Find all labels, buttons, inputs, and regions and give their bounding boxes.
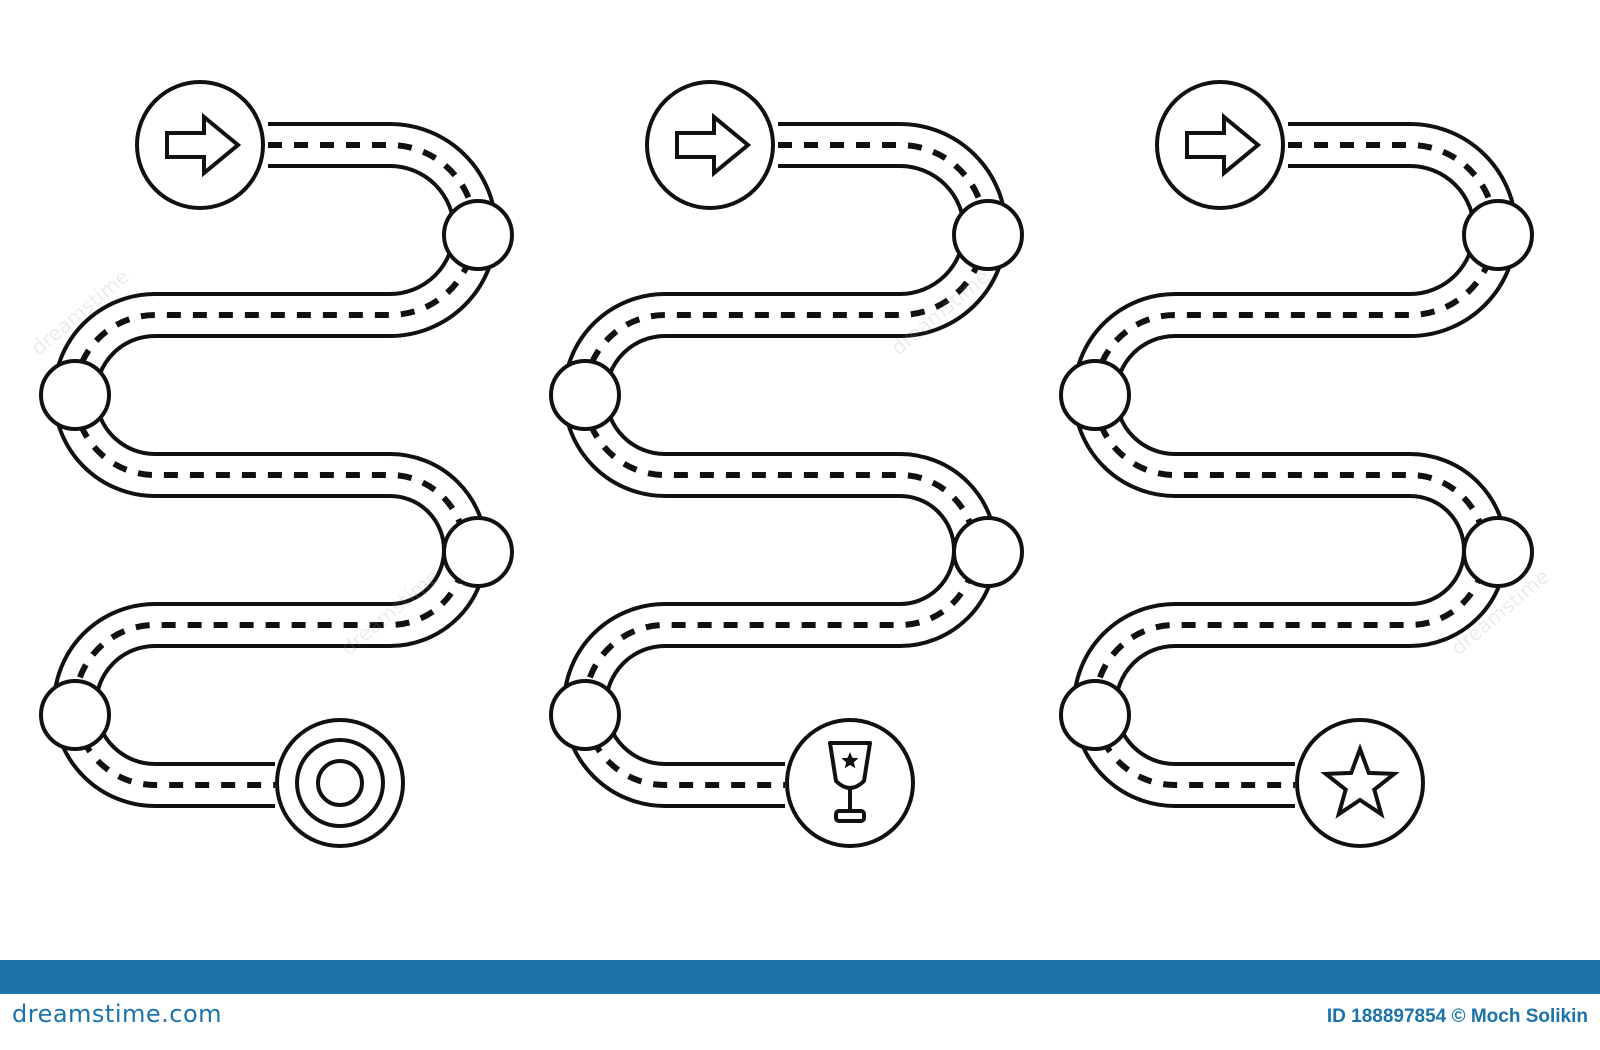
road-surface [56, 126, 494, 804]
waypoint-3 [1462, 516, 1534, 588]
waypoint-3 [952, 516, 1024, 588]
waypoint-1 [442, 199, 514, 271]
start-circle [135, 80, 265, 210]
arrow-right-icon [1185, 112, 1262, 178]
waypoint-2 [1059, 359, 1131, 431]
copyright-symbol: © [1451, 1006, 1466, 1027]
road-center-dashes [72, 142, 478, 788]
road-surface [1076, 126, 1514, 804]
road-center-dashes [1092, 142, 1498, 788]
footer: dreamstime.com ID 188897854 © Moch Solik… [0, 960, 1600, 1050]
waypoint-1 [952, 199, 1024, 271]
arrow-right-icon [165, 112, 242, 178]
waypoint-1 [1462, 199, 1534, 271]
arrow-right-icon [675, 112, 752, 178]
roadmap-illustration [39, 80, 1534, 848]
target-icon [275, 718, 405, 848]
roadmap-1 [39, 80, 514, 848]
waypoint-3 [442, 516, 514, 588]
waypoint-4 [1059, 679, 1131, 751]
waypoint-4 [549, 679, 621, 751]
star-icon [1295, 718, 1425, 848]
road-surface [566, 126, 1004, 804]
author-name: Moch Solikin [1470, 1006, 1588, 1027]
start-circle [1155, 80, 1285, 210]
waypoint-2 [549, 359, 621, 431]
start-circle [645, 80, 775, 210]
trophy-cup-icon [785, 718, 915, 848]
image-id: ID 188897854 [1326, 1006, 1447, 1027]
waypoint-4 [39, 679, 111, 751]
roadmap-2 [549, 80, 1024, 848]
road-center-dashes [582, 142, 988, 788]
waypoint-2 [39, 359, 111, 431]
image-credit: ID 188897854 © Moch Solikin [1327, 1006, 1588, 1028]
brand-logo[interactable]: dreamstime.com [12, 1000, 223, 1028]
roadmap-3 [1059, 80, 1534, 848]
footer-bar [0, 960, 1600, 994]
